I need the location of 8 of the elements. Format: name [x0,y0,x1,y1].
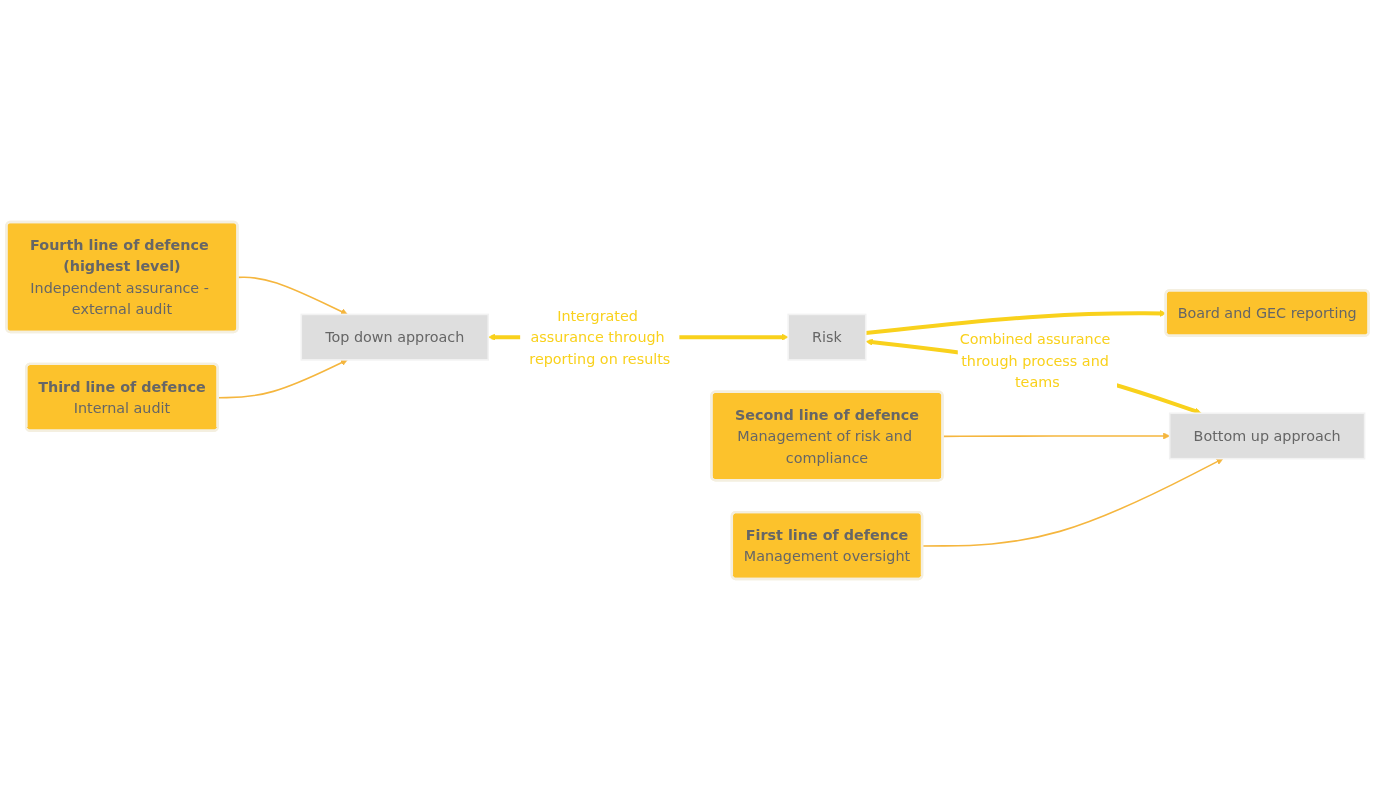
edge-label: Combined assurance through process and teams [959,330,1111,391]
edge-label: Intergrated assurance through reporting on results [529,307,671,368]
arrow [217,359,348,399]
arrow [942,432,1170,440]
node-box: Bottom up approach [1168,412,1366,460]
node-box: Top down approach [300,313,490,361]
arrow [237,276,348,315]
node-box: Risk [787,313,867,361]
